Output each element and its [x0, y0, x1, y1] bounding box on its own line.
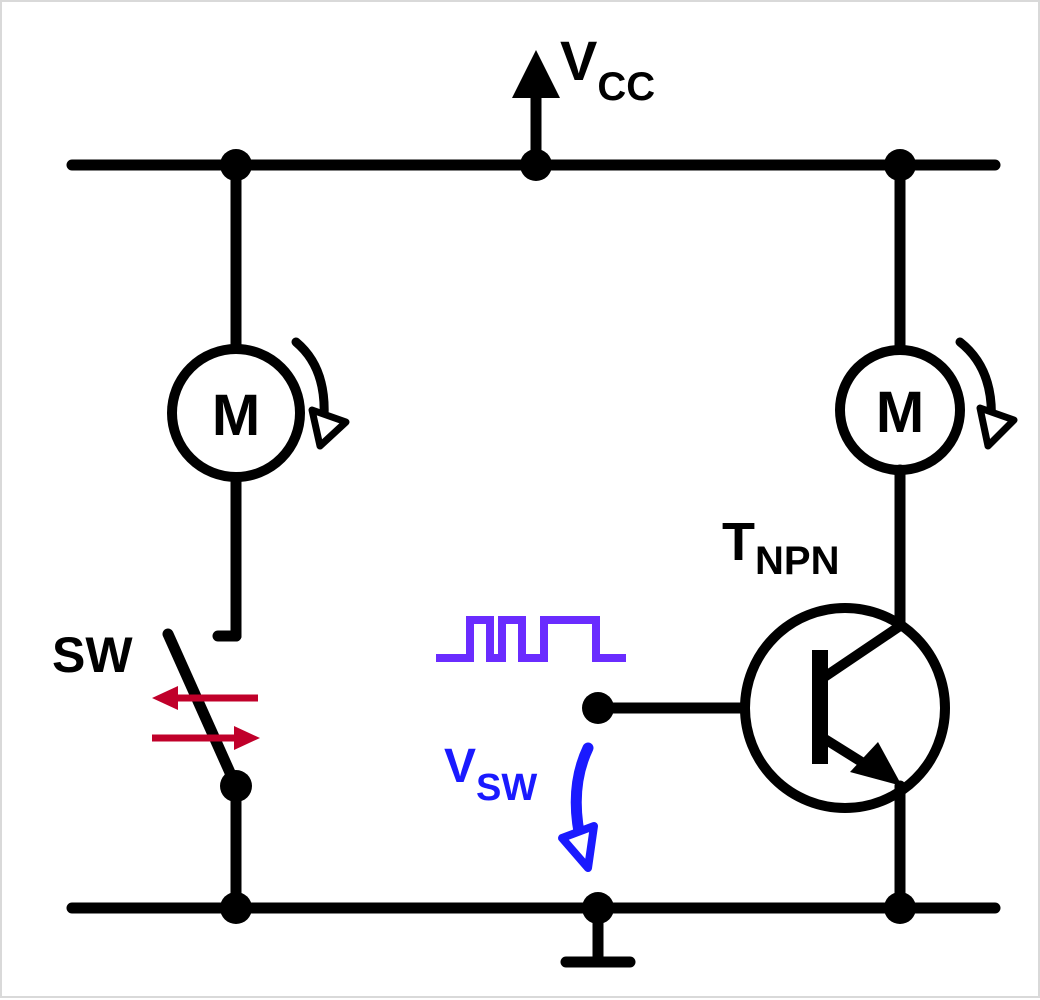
motor-right-label: M — [876, 380, 924, 445]
npn-transistor-icon — [740, 603, 950, 813]
vsw-label: VSW — [444, 740, 537, 809]
vsw-arrow-icon — [558, 742, 598, 872]
vcc-label: VCC — [560, 29, 655, 109]
rotation-arrow-icon — [955, 337, 1018, 450]
switch-arrows-icon — [152, 686, 260, 750]
switch-label: SW — [52, 627, 133, 683]
switch-blade — [162, 628, 242, 792]
ground-icon — [560, 902, 636, 968]
pwm-pulse-icon — [436, 616, 626, 662]
transistor-label: TNPN — [722, 512, 839, 583]
rotation-arrow-icon — [291, 337, 350, 450]
motor-left-label: M — [212, 383, 260, 448]
